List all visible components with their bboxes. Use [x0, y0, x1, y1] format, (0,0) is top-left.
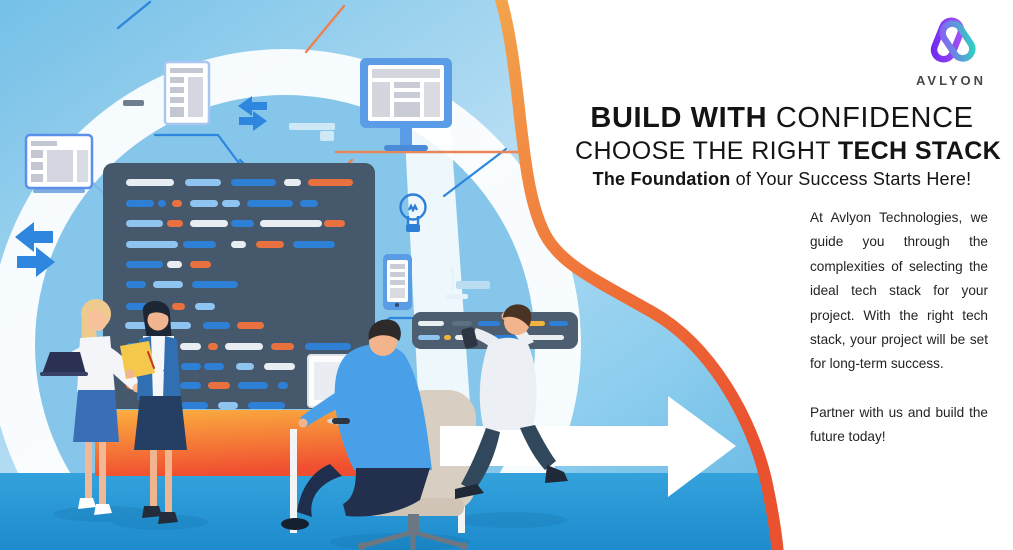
code-bar [218, 402, 238, 409]
code-bar [237, 322, 264, 329]
code-panel [412, 312, 578, 349]
code-bar [271, 343, 294, 350]
code-bar [126, 241, 178, 248]
code-bar [192, 281, 238, 288]
code-bar [231, 179, 276, 186]
code-bar [225, 343, 263, 350]
brand-name: AVLYON [915, 73, 986, 88]
code-bar [204, 363, 224, 370]
code-bar [167, 220, 183, 227]
forward-arrow-shape [440, 396, 736, 497]
code-bar [231, 241, 246, 248]
blonde-woman-figure [40, 299, 142, 515]
code-bar [126, 261, 163, 268]
code-bar [324, 220, 345, 227]
code-bar [208, 382, 230, 389]
headline-line3: The Foundation of Your Success Starts He… [592, 169, 972, 189]
code-bar [126, 220, 163, 227]
code-bar [278, 382, 288, 389]
code-bar [153, 281, 183, 288]
code-bar [222, 200, 240, 207]
code-bar [527, 335, 564, 340]
code-bar [418, 321, 444, 326]
code-bar [247, 200, 293, 207]
code-bar [158, 200, 166, 207]
body-paragraph-1: At Avlyon Technologies, we guide you thr… [810, 210, 988, 372]
code-bar [549, 321, 568, 326]
code-bar [208, 343, 218, 350]
code-bar [181, 363, 201, 370]
code-bar [185, 179, 221, 186]
code-bar [181, 402, 208, 409]
monitor-icon [360, 58, 452, 151]
dash-decoration [123, 100, 144, 106]
logo-mark-icon [930, 17, 976, 63]
code-bar [180, 343, 201, 350]
lightbulb-icon [399, 193, 427, 232]
code-bar [444, 335, 451, 340]
faint-browser-icon [289, 123, 335, 141]
code-bar [308, 179, 353, 186]
businesswoman-figure [120, 301, 187, 524]
code-bar [172, 200, 182, 207]
code-bar [126, 179, 174, 186]
headline-line1: BUILD WITH CONFIDENCE [590, 102, 974, 134]
transfer-arrows-left-icon [15, 222, 55, 277]
code-bar [256, 241, 284, 248]
developer-at-desk-figure [281, 319, 476, 550]
browser-window-icon [24, 133, 94, 193]
code-bar [190, 261, 211, 268]
code-bar [418, 335, 440, 340]
code-bar [190, 220, 228, 227]
code-bar [236, 363, 254, 370]
code-bar [126, 200, 154, 207]
code-bar [180, 382, 201, 389]
body-copy: At Avlyon Technologies, we guide you thr… [810, 206, 988, 450]
code-bar [284, 179, 301, 186]
swoosh-curve [494, 0, 784, 550]
code-bar [203, 322, 230, 329]
code-bar [478, 321, 500, 326]
walking-man-figure [455, 304, 568, 499]
brand-logo: AVLYON [906, 16, 996, 88]
code-bar [300, 200, 318, 207]
code-bar [190, 200, 218, 207]
code-bar [293, 241, 335, 248]
code-bar [183, 241, 216, 248]
headline-line2: CHOOSE THE RIGHT TECH STACK [575, 137, 1002, 165]
code-bar [248, 402, 285, 409]
code-bar [167, 261, 182, 268]
code-bar [452, 321, 472, 326]
code-bar [231, 220, 254, 227]
code-bar [238, 382, 268, 389]
code-bar [126, 281, 146, 288]
headline: BUILD WITH CONFIDENCE CHOOSE THE RIGHT T… [575, 102, 1002, 189]
code-bar [195, 303, 215, 310]
code-bar [172, 303, 185, 310]
small-lines-decoration [446, 266, 490, 299]
code-bar [305, 343, 351, 350]
transfer-arrows-icon [238, 96, 267, 131]
code-bar [260, 220, 322, 227]
document-icon [163, 60, 211, 126]
smartphone-icon [383, 254, 412, 310]
body-paragraph-2: Partner with us and build the future tod… [810, 404, 988, 445]
code-bar [264, 363, 295, 370]
